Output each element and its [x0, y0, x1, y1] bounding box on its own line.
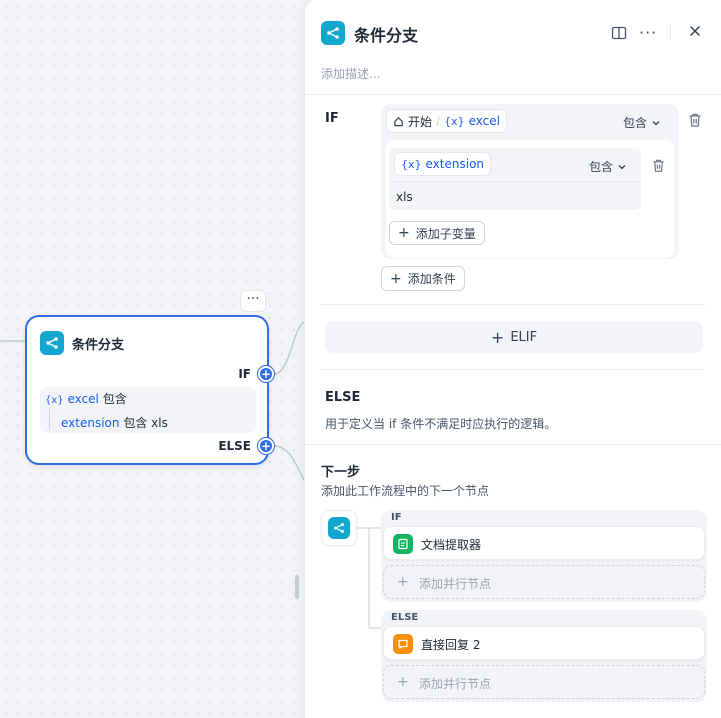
- operator-label: 包含: [623, 116, 648, 130]
- node-title: 条件分支: [72, 338, 125, 353]
- node-more-button[interactable]: ···: [240, 290, 266, 312]
- variable-icon: {x}: [401, 157, 422, 171]
- branch-icon: [328, 517, 350, 539]
- variable-icon: {x}: [45, 395, 64, 406]
- add-parallel-label: 添加并行节点: [419, 677, 492, 691]
- branch-if: IF 文档提取器 + 添加并行节点: [381, 510, 707, 602]
- node-cond-op: 包含: [102, 392, 127, 406]
- sub-condition-wrap: {x} extension 包含 xls + 添加子变量: [386, 140, 674, 258]
- plus-icon: +: [397, 574, 409, 590]
- node-sub-op: 包含: [123, 416, 148, 430]
- if-condition-card: 开始 / {x} excel 包含 {x} extension 包含 xls: [381, 104, 679, 259]
- sub-condition-card: {x} extension 包含 xls: [389, 148, 641, 210]
- if-label: IF: [325, 111, 339, 126]
- variable-name: excel: [468, 114, 500, 128]
- sub-operator-select[interactable]: 包含: [589, 158, 627, 175]
- add-parallel-node-button[interactable]: + 添加并行节点: [383, 565, 705, 599]
- add-parallel-node-button[interactable]: + 添加并行节点: [383, 665, 705, 699]
- direct-reply-icon: [393, 634, 413, 654]
- next-node-card[interactable]: 文档提取器: [383, 526, 705, 560]
- operator-select[interactable]: 包含: [623, 114, 661, 131]
- chevron-down-icon: [652, 120, 660, 125]
- header-divider-line: [305, 94, 721, 95]
- book-icon[interactable]: [611, 25, 627, 41]
- else-description: 用于定义当 if 条件不满足时应执行的逻辑。: [325, 417, 557, 431]
- panel-title[interactable]: 条件分支: [354, 26, 419, 45]
- plus-icon: +: [390, 270, 402, 287]
- next-node-label: 直接回复 2: [421, 638, 481, 652]
- trash-icon[interactable]: [687, 112, 703, 128]
- add-sub-variable-button[interactable]: + 添加子变量: [389, 221, 485, 245]
- variable-chip[interactable]: 开始 / {x} excel: [386, 109, 507, 133]
- current-node-card: [321, 510, 357, 546]
- path-separator: /: [436, 114, 441, 128]
- next-node-label: 文档提取器: [421, 538, 482, 552]
- sub-variable-chip[interactable]: {x} extension: [394, 152, 492, 176]
- next-step-title: 下一步: [321, 465, 361, 480]
- sub-value-input[interactable]: xls: [396, 190, 413, 204]
- branch-label: ELSE: [391, 612, 419, 623]
- section-divider: [305, 444, 721, 445]
- header-divider: [670, 24, 671, 40]
- sub-condition-divider: [389, 181, 641, 182]
- sub-variable-name: extension: [425, 157, 485, 171]
- chevron-down-icon: [618, 164, 626, 169]
- section-divider: [321, 304, 706, 305]
- variable-icon: {x}: [444, 114, 465, 128]
- panel-resize-handle[interactable]: [295, 575, 299, 599]
- section-divider: [321, 369, 706, 370]
- add-condition-button[interactable]: + 添加条件: [381, 266, 465, 291]
- else-label: ELSE: [325, 390, 361, 405]
- description-input[interactable]: 添加描述...: [321, 67, 381, 81]
- add-condition-label: 添加条件: [407, 272, 456, 286]
- next-step-description: 添加此工作流程中的下一个节点: [321, 484, 490, 498]
- home-icon: [394, 116, 403, 126]
- branch-label: IF: [391, 512, 402, 523]
- node-sub-var: extension: [61, 416, 120, 430]
- add-sub-variable-label: 添加子变量: [415, 226, 476, 241]
- node-sub-divider: [49, 409, 50, 429]
- branch-else: ELSE 直接回复 2 + 添加并行节点: [381, 610, 707, 702]
- next-node-card[interactable]: 直接回复 2: [383, 626, 705, 660]
- add-elif-button[interactable]: + ELIF: [325, 321, 703, 353]
- else-port-add-button[interactable]: +: [258, 438, 274, 454]
- plus-icon: +: [398, 225, 410, 241]
- branch-icon: [321, 21, 345, 45]
- node-sub-val: xls: [151, 416, 168, 430]
- add-parallel-label: 添加并行节点: [419, 577, 492, 591]
- node-config-panel: 条件分支 ··· 添加描述... IF 开始 / {x} excel 包含 {x…: [304, 0, 721, 718]
- next-step-connector: [357, 527, 383, 629]
- source-label: 开始: [408, 114, 433, 129]
- node-if-label: IF: [238, 367, 251, 381]
- plus-icon: +: [397, 674, 409, 690]
- condition-node[interactable]: 条件分支 IF {x} excel 包含 extension 包含 xls EL…: [25, 315, 269, 465]
- sub-operator-label: 包含: [589, 160, 614, 174]
- node-condition-line: {x} excel 包含: [45, 390, 127, 407]
- if-port-add-button[interactable]: +: [258, 366, 274, 382]
- document-extractor-icon: [393, 534, 413, 554]
- more-icon[interactable]: ···: [639, 23, 658, 42]
- node-condition-box: {x} excel 包含 extension 包含 xls: [40, 387, 256, 433]
- close-icon[interactable]: [688, 24, 702, 38]
- node-sub-condition-line: extension 包含 xls: [61, 414, 168, 431]
- branch-icon: [40, 331, 64, 355]
- plus-icon: +: [490, 327, 505, 347]
- node-cond-var: excel: [67, 392, 99, 406]
- node-else-label: ELSE: [218, 439, 251, 453]
- trash-icon[interactable]: [651, 158, 667, 174]
- elif-label: ELIF: [510, 329, 538, 345]
